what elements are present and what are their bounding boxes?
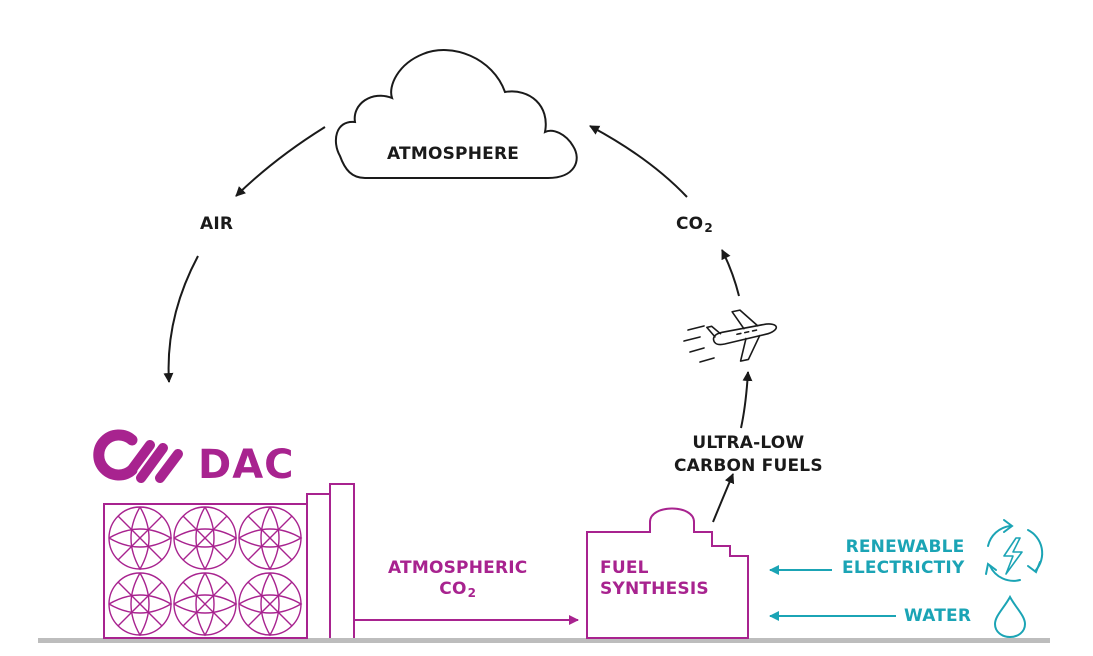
dac-logo-text: DAC bbox=[198, 442, 295, 488]
renewable-electricity-label: RENEWABLE ELECTRICTIY bbox=[842, 537, 964, 579]
arrow-plane-to-co2 bbox=[721, 249, 740, 297]
ultra-low-line2: CARBON FUELS bbox=[674, 456, 823, 476]
atmospheric-co2-subscript: 2 bbox=[467, 586, 477, 600]
co2-top-main: CO bbox=[676, 214, 704, 234]
renewable-line2: ELECTRICTIY bbox=[842, 558, 965, 578]
atmospheric-co2-line2: CO2 bbox=[388, 579, 527, 604]
arrow-fuels-to-plane bbox=[740, 371, 753, 429]
arrow-synthesis-to-fuels bbox=[712, 473, 735, 523]
fuel-synthesis-line1: FUEL bbox=[600, 558, 649, 578]
dac-plant-icon bbox=[103, 483, 355, 639]
lightning-icon bbox=[1003, 537, 1023, 575]
airplane-icon bbox=[683, 309, 778, 363]
fuel-synthesis-line2: SYNTHESIS bbox=[600, 579, 709, 599]
water-drop-icon bbox=[993, 594, 1027, 639]
water-label: WATER bbox=[904, 606, 972, 626]
arrow-air-to-dac bbox=[163, 255, 199, 383]
dac-logo-icon bbox=[93, 429, 183, 483]
ultra-low-line1: ULTRA-LOW bbox=[692, 433, 805, 453]
cloud-icon bbox=[334, 49, 578, 179]
atmospheric-co2-label: ATMOSPHERIC CO2 bbox=[388, 558, 527, 604]
co2-top-subscript: 2 bbox=[704, 221, 713, 235]
co2-top-label: CO2 bbox=[676, 214, 713, 235]
atmospheric-co2-line1: ATMOSPHERIC bbox=[388, 558, 528, 578]
atmospheric-co2-main: CO bbox=[439, 579, 467, 599]
ground-line bbox=[38, 638, 1050, 643]
arrow-atmosphere-to-air bbox=[235, 126, 326, 197]
fuel-synthesis-label: FUEL SYNTHESIS bbox=[600, 558, 709, 600]
renewable-cycle-icon bbox=[985, 519, 1044, 582]
air-label: AIR bbox=[200, 214, 234, 234]
atmosphere-label: ATMOSPHERE bbox=[387, 144, 520, 164]
renewable-line1: RENEWABLE bbox=[845, 537, 965, 557]
fuel-synthesis-plant-icon bbox=[586, 507, 749, 639]
arrow-co2-to-atmosphere bbox=[589, 125, 688, 198]
ultra-low-carbon-fuels-label: ULTRA-LOW CARBON FUELS bbox=[674, 432, 823, 478]
